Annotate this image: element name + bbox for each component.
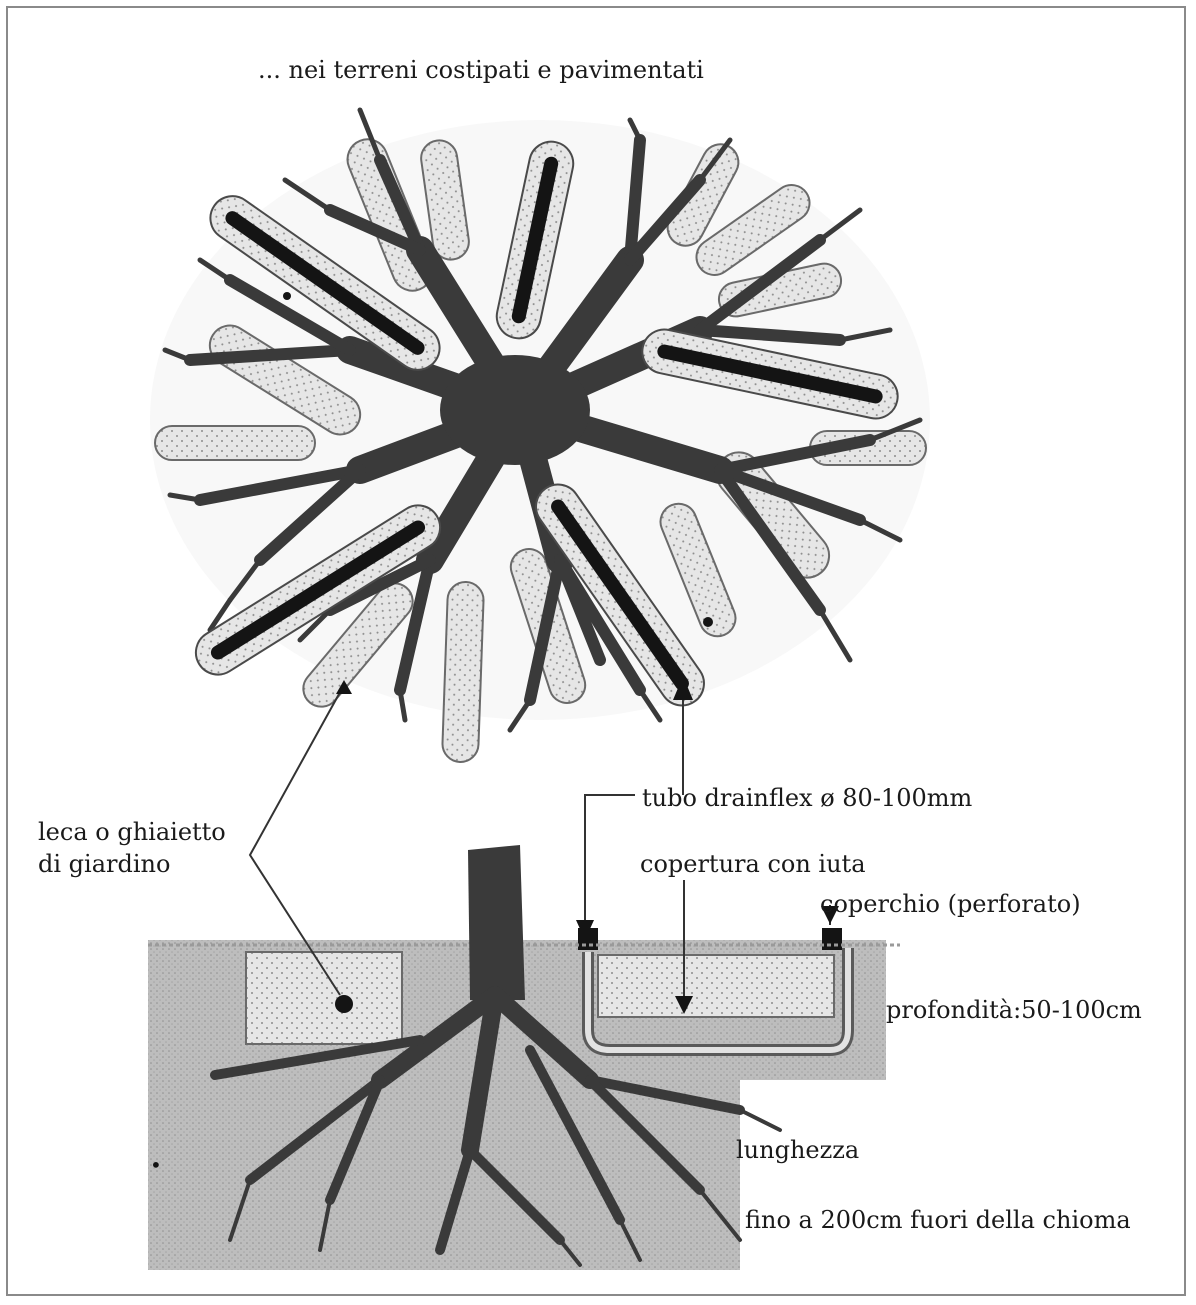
label-drainflex-tube: tubo drainflex ø 80-100mm	[642, 784, 972, 812]
label-cover-fabric: copertura con iuta	[640, 850, 866, 878]
label-length: lunghezza	[736, 1136, 859, 1164]
diagram-title: ... nei terreni costipati e pavimentati	[258, 56, 704, 84]
svg-text:•: •	[150, 1153, 162, 1177]
label-gravel-line2: di giardino	[38, 850, 170, 878]
top-view-root-system	[150, 110, 930, 763]
label-lid: coperchio (perforato)	[820, 890, 1081, 918]
label-length-detail: fino a 200cm fuori della chioma	[745, 1206, 1131, 1234]
label-gravel-line1: leca o ghiaietto	[38, 818, 226, 846]
label-depth: profondità:50-100cm	[886, 996, 1142, 1024]
